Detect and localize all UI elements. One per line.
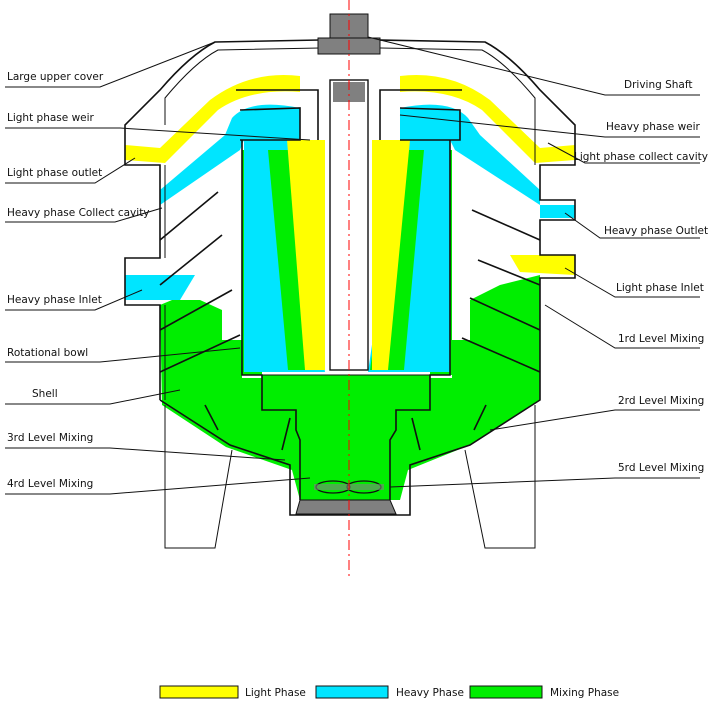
light-phase-cone-left [287, 140, 325, 370]
heavy-phase-outlet-fill-right [540, 205, 575, 218]
bowl-base [295, 499, 397, 515]
label-5rd-level-mixing: 5rd Level Mixing [618, 462, 704, 474]
label-large-upper-cover: Large upper cover [7, 71, 104, 83]
label-rotational-bowl: Rotational bowl [7, 347, 88, 359]
light-phase-weir-right [379, 89, 462, 140]
label-driving-shaft: Driving Shaft [624, 79, 693, 91]
mixing-phase-hub [262, 375, 430, 505]
light-phase-inlet-fill-right [510, 255, 575, 275]
label-heavy-phase-outlet: Heavy phase Outlet [604, 225, 708, 237]
heavy-phase-weir-right [399, 107, 461, 141]
driving-shaft-fill [333, 82, 365, 102]
light-phase-arc-left [125, 75, 300, 163]
leader-lines [5, 36, 700, 495]
legend-label-light-phase: Light Phase [245, 687, 306, 699]
label-heavy-phase-weir: Heavy phase weir [606, 121, 701, 133]
legend-label-mixing-phase: Mixing Phase [550, 687, 619, 699]
light-phase-weir-left [236, 89, 319, 140]
heavy-phase-weir-left [239, 107, 301, 141]
label-heavy-phase-inlet: Heavy phase Inlet [7, 294, 102, 306]
heavy-phase-outlet-fill-left [125, 275, 195, 300]
mixing-blades [159, 191, 541, 451]
shell-inner-line [164, 47, 536, 400]
light-phase-cone-right [372, 140, 410, 370]
label-2rd-level-mixing: 2rd Level Mixing [618, 395, 704, 407]
shell-leg-left [164, 405, 233, 549]
mixing-phase-shell-bottom [160, 275, 540, 500]
label-light-phase-weir: Light phase weir [7, 112, 95, 124]
label-1rd-level-mixing: 1rd Level Mixing [618, 333, 704, 345]
light-phase-arc-right [400, 75, 575, 163]
shell-outline [124, 39, 576, 516]
label-light-phase-collect-cavity: Light phase collect cavity [574, 151, 708, 163]
shell-leg-right [464, 405, 536, 549]
label-light-phase-outlet: Light phase outlet [7, 167, 102, 179]
legend-swatch-mixing-phase [469, 685, 543, 699]
label-shell: Shell [32, 388, 58, 400]
legend: Light Phase Heavy Phase Mixing Phase [159, 685, 619, 699]
legend-swatch-heavy-phase [315, 685, 389, 699]
label-4rd-level-mixing: 4rd Level Mixing [7, 478, 93, 490]
heavy-phase-weir-fill-left [160, 104, 300, 205]
label-heavy-phase-collect-cavity: Heavy phase Collect cavity [7, 207, 150, 219]
heavy-phase-weir-fill-right [400, 104, 540, 205]
label-light-phase-inlet: Light phase Inlet [616, 282, 704, 294]
legend-label-heavy-phase: Heavy Phase [396, 687, 464, 699]
legend-swatch-light-phase [159, 685, 239, 699]
rotational-bowl-outline [241, 140, 451, 500]
label-3rd-level-mixing: 3rd Level Mixing [7, 432, 93, 444]
